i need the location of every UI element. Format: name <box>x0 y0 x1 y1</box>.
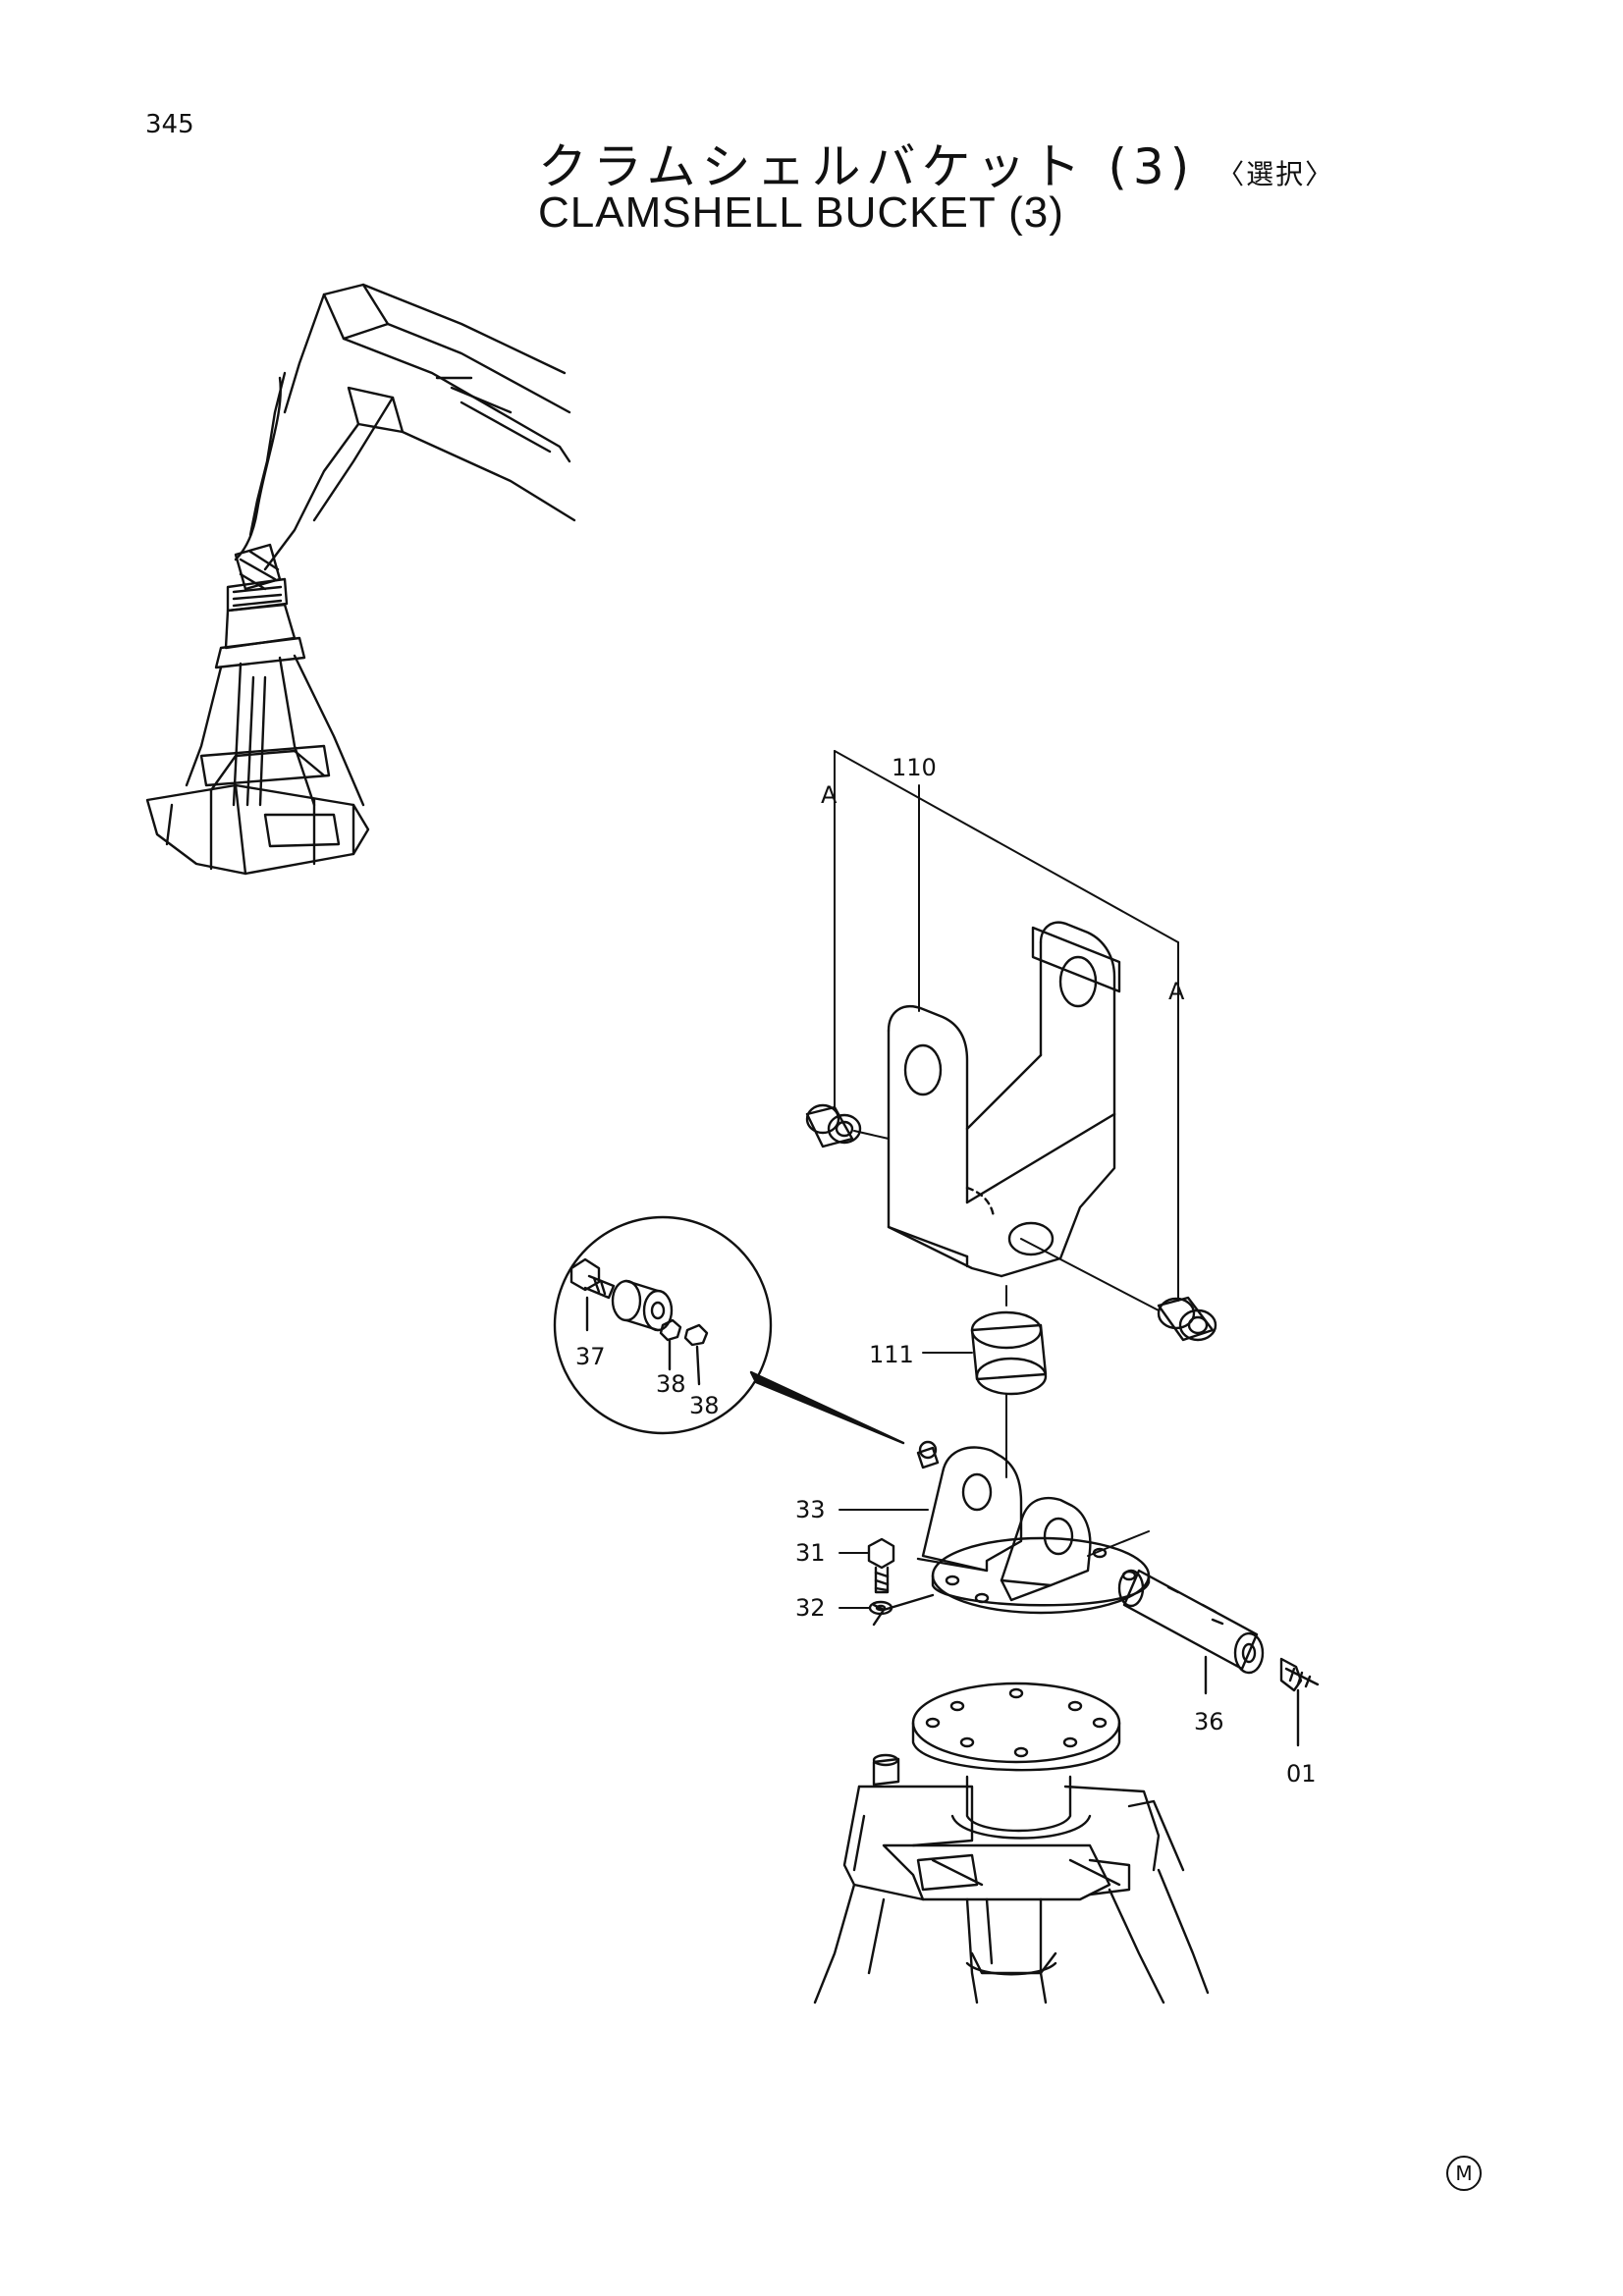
callout-36: 36 <box>1194 1708 1224 1735</box>
bushing-left <box>805 1103 862 1148</box>
title-english: CLAMSHELL BUCKET (3) <box>538 188 1064 237</box>
bolt-01 <box>1279 1657 1320 1747</box>
bushing-111 <box>970 1310 1048 1396</box>
corner-m-mark: M <box>1446 2156 1482 2191</box>
callout-111: 111 <box>869 1341 914 1368</box>
callout-37: 37 <box>575 1343 606 1370</box>
callout-a-left: A <box>821 781 838 809</box>
callout-labels: 110 A A 111 37 38 38 33 31 32 36 01 <box>575 754 1317 1788</box>
base-bracket-33 <box>872 1440 1151 1627</box>
callout-leaders-left <box>839 1509 1150 1609</box>
callout-38-a: 38 <box>656 1370 686 1398</box>
bolt-31 <box>867 1537 895 1594</box>
detail-circle <box>553 1215 905 1445</box>
reference-lines <box>834 750 1179 1478</box>
callout-01: 01 <box>1286 1760 1317 1788</box>
title-japanese-main: クラムシェルバケット (3) <box>538 138 1196 195</box>
title-japanese-sub: 〈選択〉 <box>1217 158 1335 190</box>
bushing-right <box>1157 1296 1217 1342</box>
pin-36 <box>1117 1569 1265 1695</box>
machine-overview-illustration <box>145 283 576 876</box>
title-japanese: クラムシェルバケット (3) 〈選択〉 <box>538 128 1334 198</box>
bracket-110-drawing <box>887 921 1121 1278</box>
callout-38-b: 38 <box>689 1392 720 1419</box>
callout-32: 32 <box>795 1594 826 1622</box>
callout-a-right: A <box>1168 978 1185 1005</box>
page-number: 345 <box>145 110 194 139</box>
callout-110: 110 <box>892 754 937 781</box>
callout-33: 33 <box>795 1496 826 1523</box>
callout-31: 31 <box>795 1539 826 1567</box>
rotator-base-drawing <box>813 1682 1210 2004</box>
